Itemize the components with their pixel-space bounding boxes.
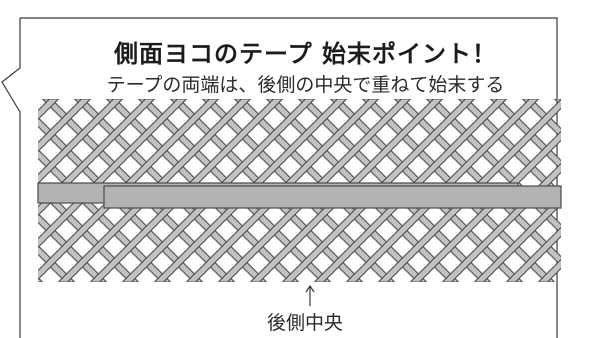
mesh-strand-falling: [38, 180, 140, 282]
mesh-strand-falling: [38, 276, 44, 282]
mesh-strand-rising: [537, 258, 561, 282]
callout-subtitle: テープの両端は、後側の中央で重ねて始末する: [106, 74, 505, 96]
mesh-strand-rising: [38, 99, 188, 249]
mesh-strand-rising: [0, 99, 27, 282]
mesh-strand-falling: [587, 99, 591, 282]
mesh-strand-falling: [0, 99, 11, 282]
mesh-strand-rising: [38, 99, 124, 185]
up-arrow-icon: [305, 284, 315, 306]
mesh-strand-rising: [38, 99, 60, 121]
back-center-label: 後側中央: [190, 308, 420, 335]
tape-strips: [37, 182, 562, 209]
mesh-strand-rising: [473, 194, 561, 282]
mesh-strand-falling: [38, 244, 76, 282]
mesh-strand-rising: [571, 99, 591, 282]
mesh-strand-rising: [505, 226, 561, 282]
callout-title: 側面ヨコのテープ 始末ポイント！: [114, 40, 497, 68]
tape-right-end: [103, 185, 562, 209]
mesh-strand-rising: [38, 99, 92, 153]
